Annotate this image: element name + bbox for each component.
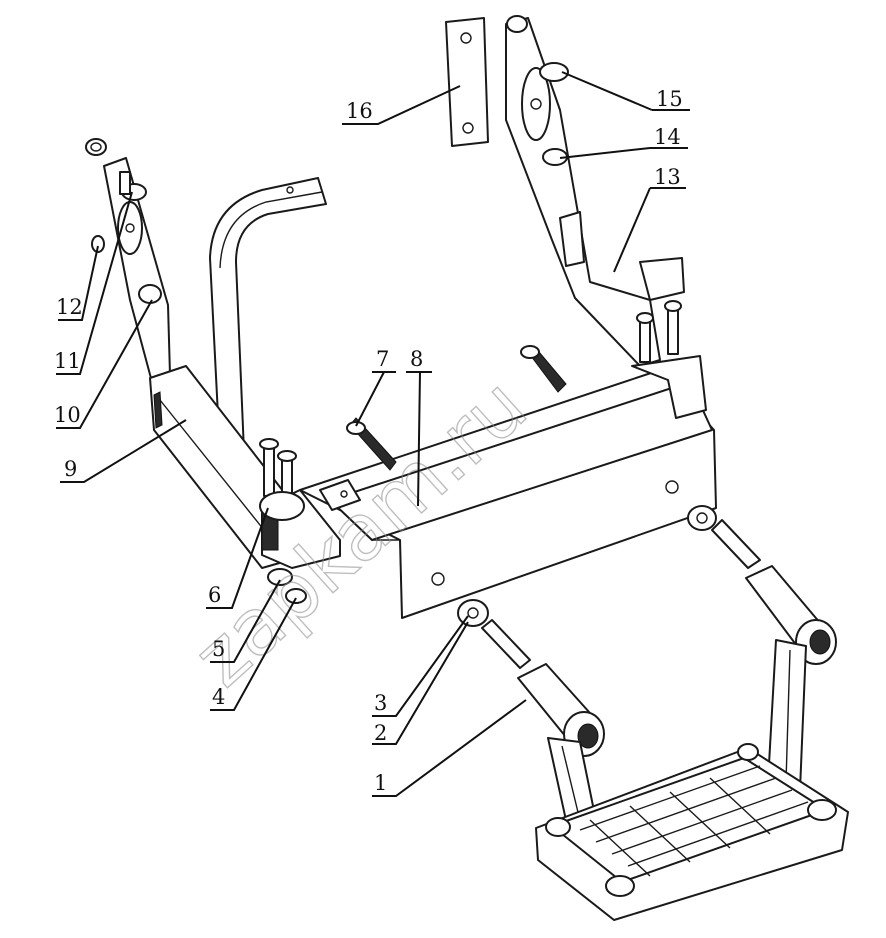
part-label-13: 13 <box>654 165 681 189</box>
leader-10 <box>56 299 153 429</box>
leader-2 <box>372 621 469 745</box>
leader-16 <box>342 85 461 125</box>
leader-14 <box>559 147 688 159</box>
right-strut <box>687 505 837 791</box>
part-labels: 16 15 14 13 12 11 10 9 8 7 6 5 4 3 2 1 <box>54 87 683 795</box>
right-bracket <box>505 15 707 419</box>
leader-4 <box>210 597 297 711</box>
part-label-8: 8 <box>410 347 423 371</box>
step-plate <box>535 743 849 921</box>
part-label-7: 7 <box>376 347 389 371</box>
part-label-10: 10 <box>54 403 81 427</box>
leader-1 <box>372 699 527 797</box>
part-label-12: 12 <box>56 295 83 319</box>
part-label-5: 5 <box>212 637 225 661</box>
leader-7 <box>355 371 396 427</box>
part-label-2: 2 <box>374 721 387 745</box>
leader-8 <box>406 371 432 507</box>
leader-3 <box>372 615 469 717</box>
leader-6 <box>206 507 269 609</box>
leader-5 <box>210 579 281 663</box>
leader-15 <box>561 71 690 111</box>
plate-16 <box>445 17 489 147</box>
part-label-1: 1 <box>374 771 387 795</box>
bolts-6 <box>259 438 307 604</box>
leader-lines <box>56 71 690 797</box>
part-label-4: 4 <box>212 685 225 709</box>
part-label-11: 11 <box>54 349 81 373</box>
part-label-16: 16 <box>346 99 373 123</box>
curved-handle <box>209 177 327 456</box>
leader-11 <box>56 191 133 375</box>
leader-12 <box>58 245 99 321</box>
part-label-14: 14 <box>654 125 681 149</box>
part-label-15: 15 <box>656 87 683 111</box>
part-label-9: 9 <box>64 457 77 481</box>
part-label-3: 3 <box>374 691 387 715</box>
leader-13 <box>613 187 686 273</box>
part-label-6: 6 <box>208 583 221 607</box>
bolts-7 <box>346 345 567 471</box>
leader-9 <box>60 419 187 483</box>
